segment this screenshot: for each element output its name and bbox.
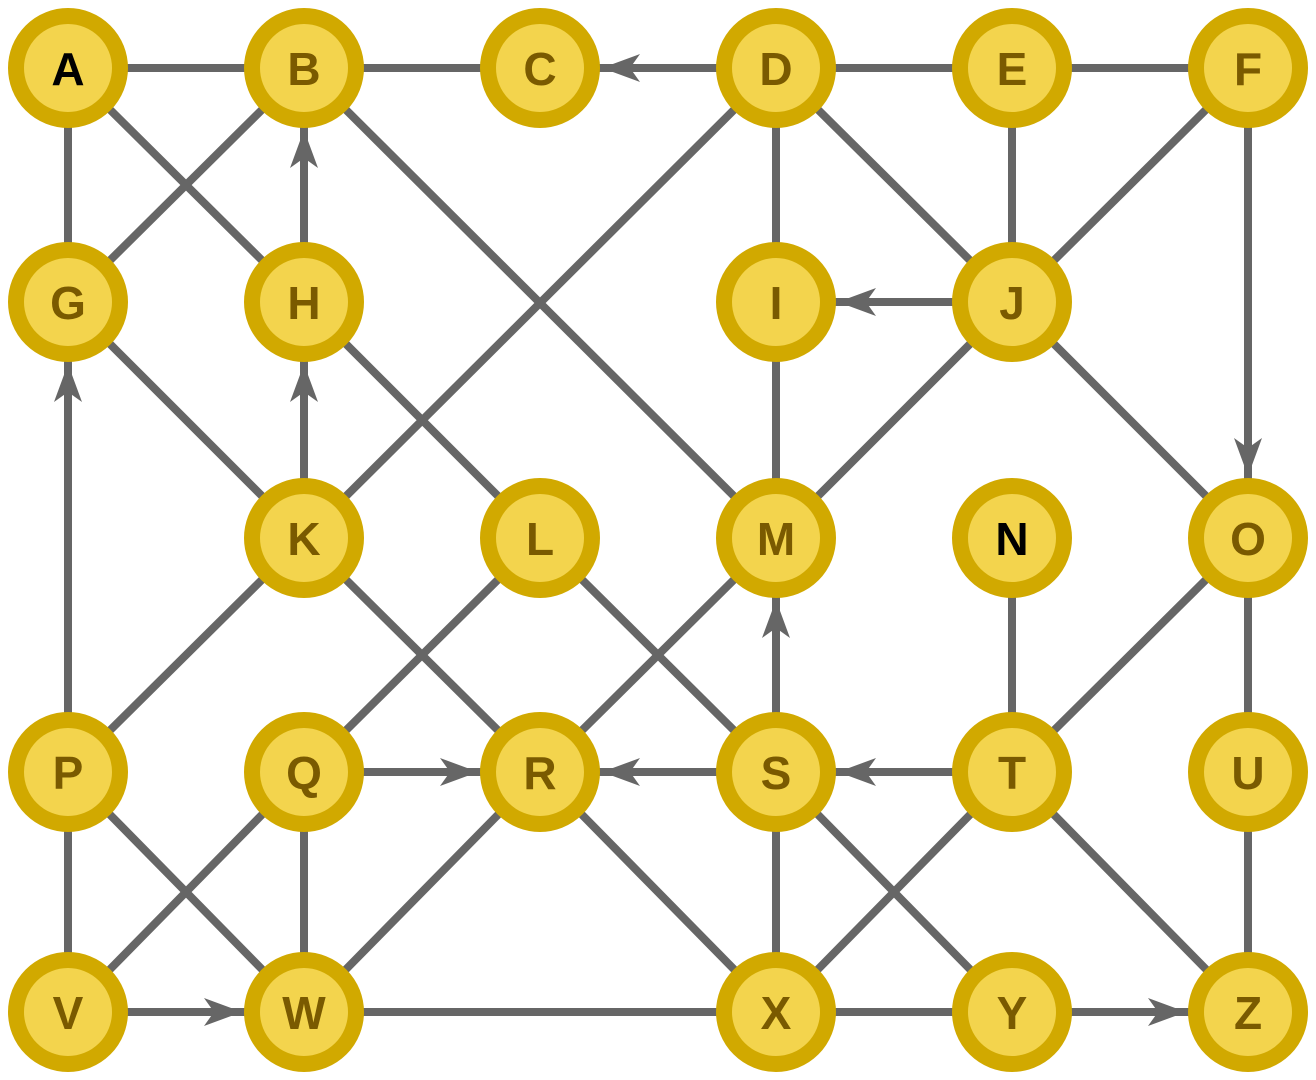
node-label-V: V (53, 987, 84, 1039)
node-circle-Y (952, 952, 1072, 1072)
arrowhead-V-W (204, 998, 242, 1026)
node-F: F (1188, 8, 1308, 128)
arrowhead-F-O (1234, 438, 1262, 476)
node-Q: Q (244, 712, 364, 832)
node-label-C: C (523, 43, 556, 95)
node-X: X (716, 952, 836, 1072)
node-circle-F (1188, 8, 1308, 128)
node-Z: Z (1188, 952, 1308, 1072)
node-circle-Z (1188, 952, 1308, 1072)
node-N: N (952, 478, 1072, 598)
node-circle-N (952, 478, 1072, 598)
node-label-H: H (287, 277, 320, 329)
node-label-J: J (999, 277, 1025, 329)
node-circle-L (480, 478, 600, 598)
node-label-O: O (1230, 513, 1266, 565)
node-circle-A (8, 8, 128, 128)
node-V: V (8, 952, 128, 1072)
arrowheads-layer (54, 54, 1262, 1026)
node-circle-M (716, 478, 836, 598)
node-label-Z: Z (1234, 987, 1262, 1039)
node-circle-U (1188, 712, 1308, 832)
node-circle-C (480, 8, 600, 128)
node-W: W (244, 952, 364, 1072)
node-label-F: F (1234, 43, 1262, 95)
node-label-W: W (282, 987, 326, 1039)
node-label-A: A (51, 43, 84, 95)
node-circle-T (952, 712, 1072, 832)
node-label-D: D (759, 43, 792, 95)
node-U: U (1188, 712, 1308, 832)
node-K: K (244, 478, 364, 598)
node-label-R: R (523, 747, 556, 799)
node-label-K: K (287, 513, 320, 565)
edge-D-K (301, 65, 779, 541)
node-T: T (952, 712, 1072, 832)
node-circle-H (244, 242, 364, 362)
node-G: G (8, 242, 128, 362)
arrowhead-Q-R (440, 758, 478, 786)
node-label-I: I (770, 277, 783, 329)
node-Y: Y (952, 952, 1072, 1072)
node-circle-S (716, 712, 836, 832)
node-circle-P (8, 712, 128, 832)
node-label-E: E (997, 43, 1028, 95)
arrowhead-S-M (762, 600, 790, 638)
node-label-L: L (526, 513, 554, 565)
node-label-S: S (761, 747, 792, 799)
node-label-P: P (53, 747, 84, 799)
node-label-B: B (287, 43, 320, 95)
node-I: I (716, 242, 836, 362)
node-C: C (480, 8, 600, 128)
node-label-N: N (995, 513, 1028, 565)
node-circle-O (1188, 478, 1308, 598)
arrowhead-S-R (602, 758, 640, 786)
node-P: P (8, 712, 128, 832)
node-label-X: X (761, 987, 792, 1039)
node-circle-D (716, 8, 836, 128)
node-A: A (8, 8, 128, 128)
node-M: M (716, 478, 836, 598)
node-label-U: U (1231, 747, 1264, 799)
node-circle-R (480, 712, 600, 832)
nodes-layer: A B C D E F G H I J K L M N O P Q R S T U V W X Y Z (8, 8, 1308, 1072)
arrowhead-H-B (290, 130, 318, 168)
arrowhead-K-H (290, 364, 318, 402)
node-label-M: M (757, 513, 795, 565)
node-circle-Q (244, 712, 364, 832)
node-label-Q: Q (286, 747, 322, 799)
arrowhead-T-S (838, 758, 876, 786)
node-circle-J (952, 242, 1072, 362)
node-S: S (716, 712, 836, 832)
node-circle-B (244, 8, 364, 128)
node-circle-I (716, 242, 836, 362)
arrowhead-D-C (602, 54, 640, 82)
node-label-Y: Y (997, 987, 1028, 1039)
node-L: L (480, 478, 600, 598)
node-R: R (480, 712, 600, 832)
node-H: H (244, 242, 364, 362)
node-circle-K (244, 478, 364, 598)
arrowhead-P-G (54, 364, 82, 402)
arrowhead-Y-Z (1148, 998, 1186, 1026)
node-J: J (952, 242, 1072, 362)
arrowhead-J-I (838, 288, 876, 316)
node-circle-E (952, 8, 1072, 128)
node-label-G: G (50, 277, 86, 329)
node-label-T: T (998, 747, 1026, 799)
node-D: D (716, 8, 836, 128)
node-circle-W (244, 952, 364, 1072)
node-B: B (244, 8, 364, 128)
node-circle-V (8, 952, 128, 1072)
node-E: E (952, 8, 1072, 128)
node-O: O (1188, 478, 1308, 598)
node-circle-X (716, 952, 836, 1072)
node-circle-G (8, 242, 128, 362)
